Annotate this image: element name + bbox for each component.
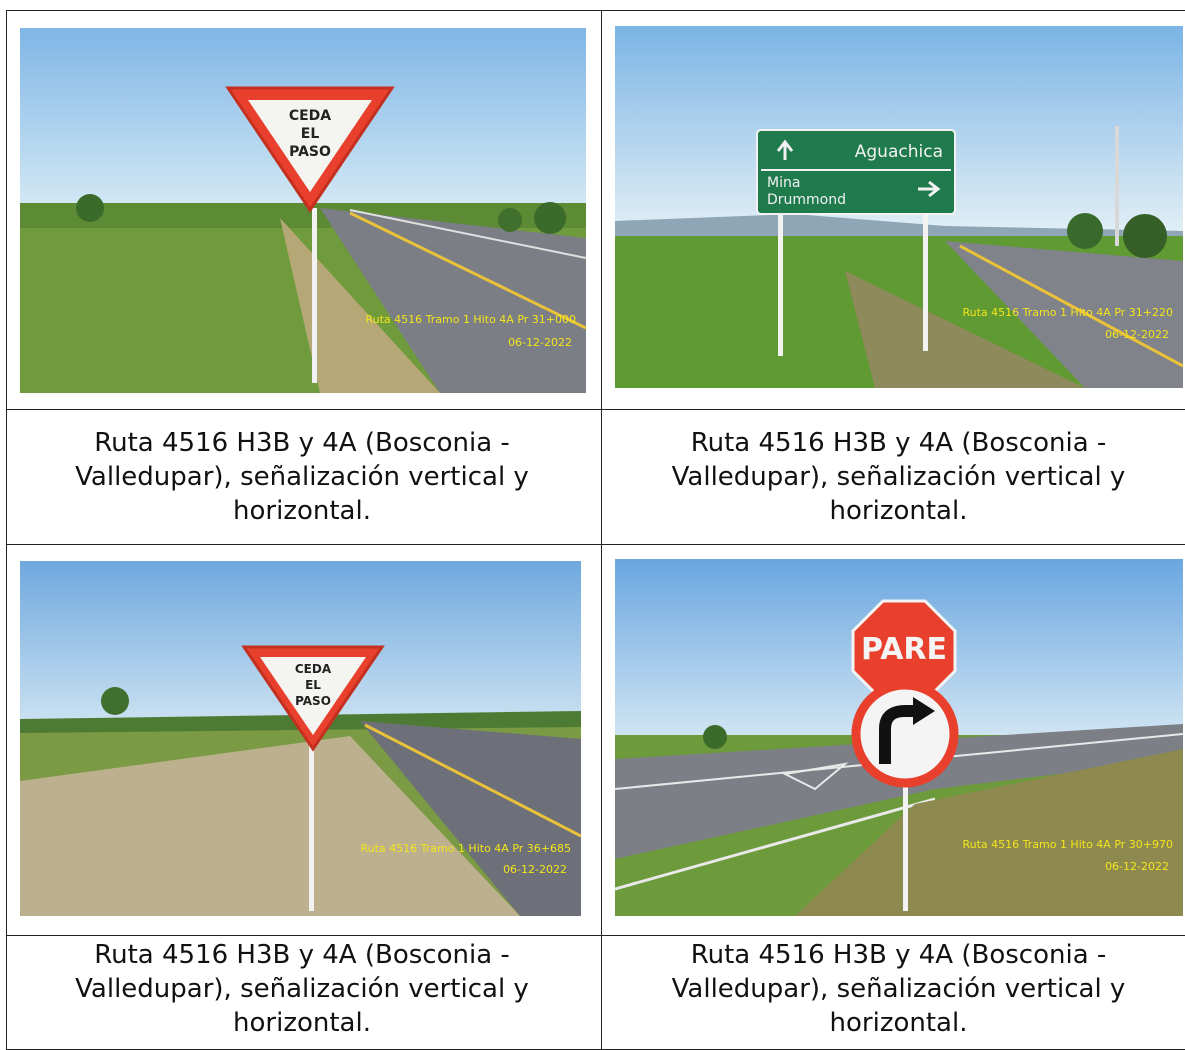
photo-caption: Ruta 4516 H3B y 4A (Bosconia - Valledupa… <box>75 428 529 526</box>
yield-sign-line: CEDA <box>289 108 331 124</box>
photo-caption: Ruta 4516 H3B y 4A (Bosconia - Valledupa… <box>671 428 1126 526</box>
yield-sign-line: EL <box>301 126 320 142</box>
yield-sign-icon <box>225 86 395 213</box>
destination-sign-icon <box>756 129 956 215</box>
yield-sign-icon <box>241 645 385 752</box>
photo-stop-sign: PARE Ruta 4516 Tramo 1 Hito 4A Pr 30+970… <box>615 559 1183 916</box>
row-divider <box>7 544 1185 545</box>
yield-sign-line: PASO <box>295 694 331 708</box>
destination-sign-text: Mina <box>767 175 800 191</box>
row-divider <box>7 935 1185 936</box>
destination-sign-text: Drummond <box>767 192 846 208</box>
yield-sign-line: EL <box>305 678 321 692</box>
column-divider <box>601 11 602 1049</box>
row-divider <box>7 409 1185 410</box>
photo-destination-sign: Aguachica Mina Drummond Ruta 4516 Tramo … <box>615 26 1183 388</box>
photo-stamp-location: Ruta 4516 Tramo 1 Hito 4A Pr 36+685 <box>360 842 571 855</box>
stop-sign-text: PARE <box>861 632 947 667</box>
destination-sign-text: Aguachica <box>855 142 943 162</box>
photo-stamp-date: 06-12-2022 <box>1105 328 1169 341</box>
photo-stamp-location: Ruta 4516 Tramo 1 Hito 4A Pr 31+220 <box>962 306 1173 319</box>
photo-stamp-location: Ruta 4516 Tramo 1 Hito 4A Pr 30+970 <box>962 838 1173 851</box>
photo-caption: Ruta 4516 H3B y 4A (Bosconia - Valledupa… <box>75 940 529 1038</box>
yield-sign-line: CEDA <box>295 662 332 676</box>
photo-stamp-date: 06-12-2022 <box>503 863 567 876</box>
photo-stamp-date: 06-12-2022 <box>1105 860 1169 873</box>
photo-caption: Ruta 4516 H3B y 4A (Bosconia - Valledupa… <box>671 940 1126 1038</box>
photo-yield-sign-2: CEDA EL PASO Ruta 4516 Tramo 1 Hito 4A P… <box>20 561 581 916</box>
right-turn-arrow-icon <box>851 680 959 788</box>
yield-sign-line: PASO <box>289 144 331 160</box>
photo-stamp-date: 06-12-2022 <box>508 336 572 349</box>
photo-yield-sign-1: CEDA EL PASO Ruta 4516 Tramo 1 Hito 4A P… <box>20 28 586 393</box>
photo-stamp-location: Ruta 4516 Tramo 1 Hito 4A Pr 31+000 <box>365 313 576 326</box>
